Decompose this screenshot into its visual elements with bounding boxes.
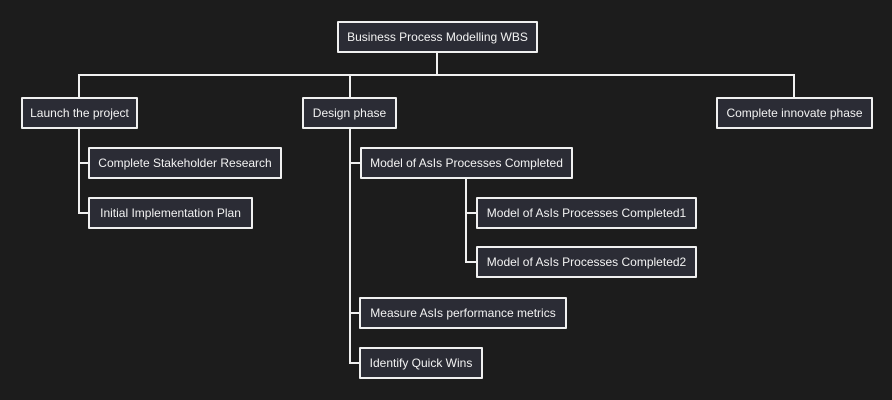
connector-stub-model1: [465, 212, 476, 214]
node-label: Model of AsIs Processes Completed2: [486, 255, 687, 269]
node-label: Complete innovate phase: [726, 106, 863, 120]
node-label: Model of AsIs Processes Completed1: [486, 206, 687, 220]
connector-model-spine: [465, 179, 467, 263]
connector-stub-model2: [465, 261, 476, 263]
node-label: Business Process Modelling WBS: [347, 30, 528, 44]
connector-stub-implementation: [78, 212, 88, 214]
connector-root-drop: [436, 53, 438, 76]
wbs-node-model-asis-processes-completed1[interactable]: Model of AsIs Processes Completed1: [476, 197, 697, 229]
node-label: Model of AsIs Processes Completed: [370, 156, 563, 170]
node-label: Launch the project: [30, 106, 129, 120]
connector-level1-distribution: [78, 74, 795, 76]
node-label: Design phase: [312, 106, 387, 120]
connector-stub-model: [349, 162, 360, 164]
connector-innovate-drop: [793, 74, 795, 97]
connector-stub-quickwins: [349, 362, 359, 364]
wbs-node-model-asis-processes-completed2[interactable]: Model of AsIs Processes Completed2: [476, 246, 697, 278]
wbs-node-design-phase[interactable]: Design phase: [302, 97, 397, 129]
connector-design-spine: [349, 129, 351, 364]
connector-stub-measure: [349, 312, 359, 314]
node-label: Complete Stakeholder Research: [98, 156, 272, 170]
wbs-node-complete-stakeholder-research[interactable]: Complete Stakeholder Research: [88, 147, 282, 179]
wbs-node-launch-the-project[interactable]: Launch the project: [21, 97, 138, 129]
wbs-node-root[interactable]: Business Process Modelling WBS: [337, 21, 538, 53]
wbs-node-measure-asis-performance-metrics[interactable]: Measure AsIs performance metrics: [359, 297, 567, 329]
wbs-node-model-asis-processes-completed[interactable]: Model of AsIs Processes Completed: [360, 147, 573, 179]
node-label: Initial Implementation Plan: [100, 206, 241, 220]
connector-launch-spine: [78, 129, 80, 214]
connector-stub-stakeholder: [78, 162, 88, 164]
connector-launch-drop: [78, 74, 80, 97]
wbs-node-complete-innovate-phase[interactable]: Complete innovate phase: [716, 97, 873, 129]
wbs-node-initial-implementation-plan[interactable]: Initial Implementation Plan: [88, 197, 253, 229]
node-label: Identify Quick Wins: [369, 356, 473, 370]
node-label: Measure AsIs performance metrics: [370, 306, 556, 320]
connector-design-drop: [349, 74, 351, 97]
wbs-node-identify-quick-wins[interactable]: Identify Quick Wins: [359, 347, 483, 379]
